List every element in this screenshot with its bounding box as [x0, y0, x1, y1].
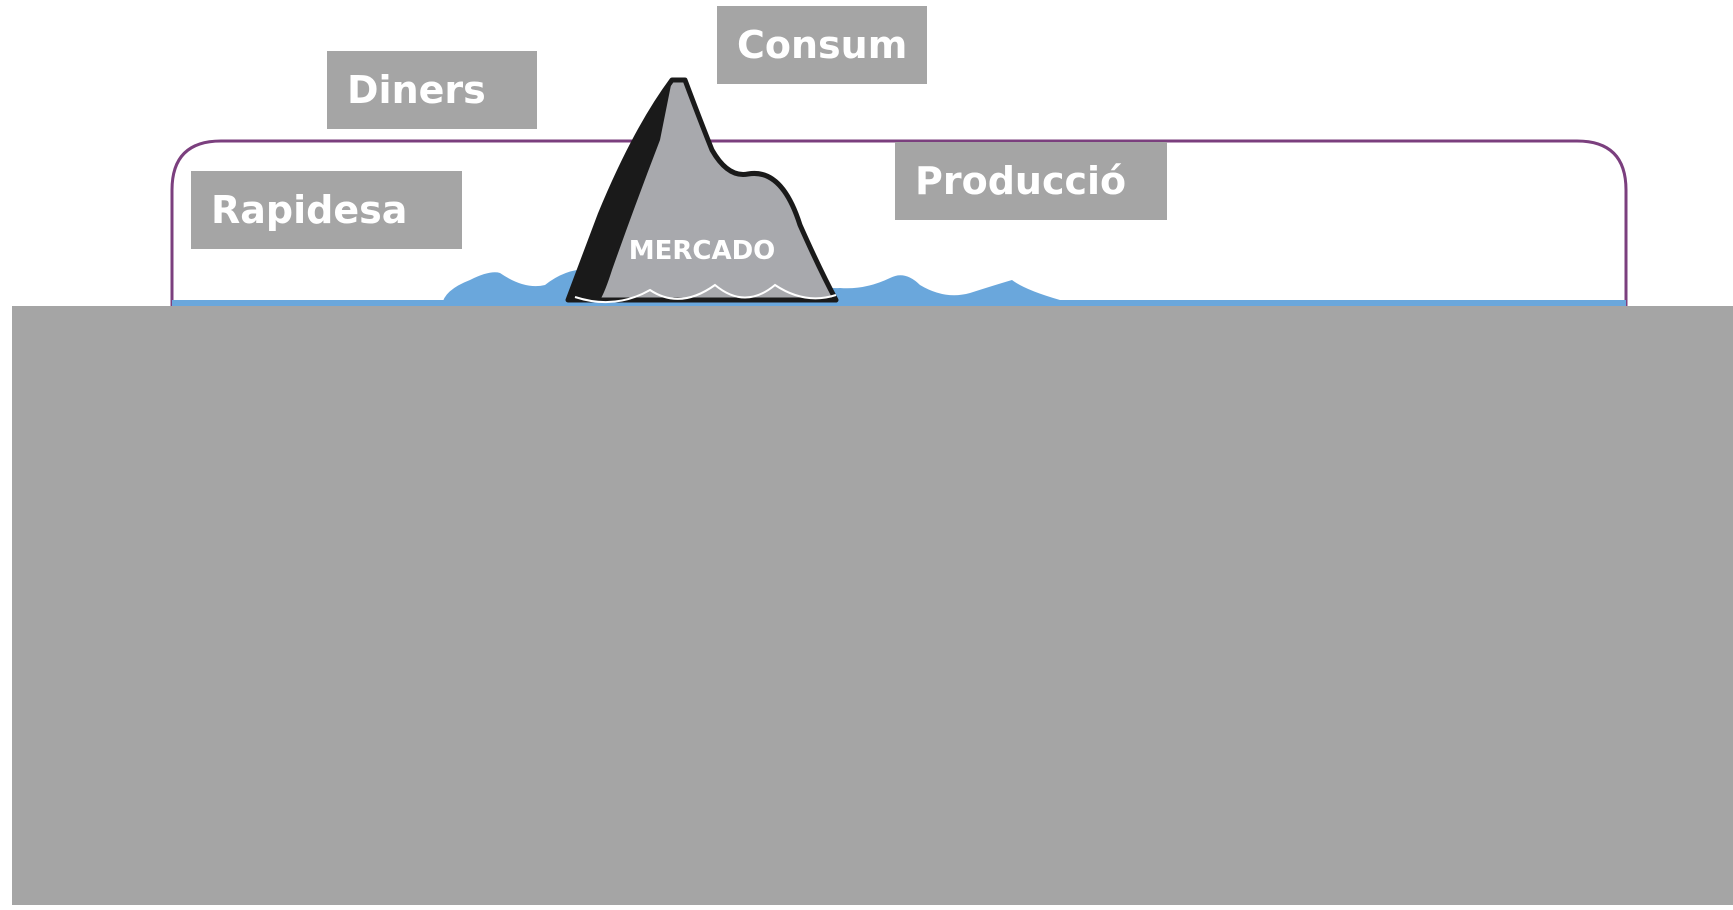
label-diners: Diners: [327, 51, 537, 129]
frame-border: [170, 139, 1628, 330]
label-consum-text: Consum: [737, 23, 908, 67]
label-consum: Consum: [717, 6, 927, 84]
label-rapidesa: Rapidesa: [191, 171, 462, 249]
label-produccio-text: Producció: [915, 159, 1127, 203]
iceberg-label: MERCADO: [629, 236, 776, 266]
wave-outline: [574, 283, 837, 304]
cover-panel: [12, 306, 1733, 905]
iceberg-shadow: [568, 80, 672, 300]
label-rapidesa-text: Rapidesa: [211, 188, 408, 232]
label-diners-text: Diners: [347, 68, 486, 112]
label-produccio: Producció: [895, 142, 1167, 220]
